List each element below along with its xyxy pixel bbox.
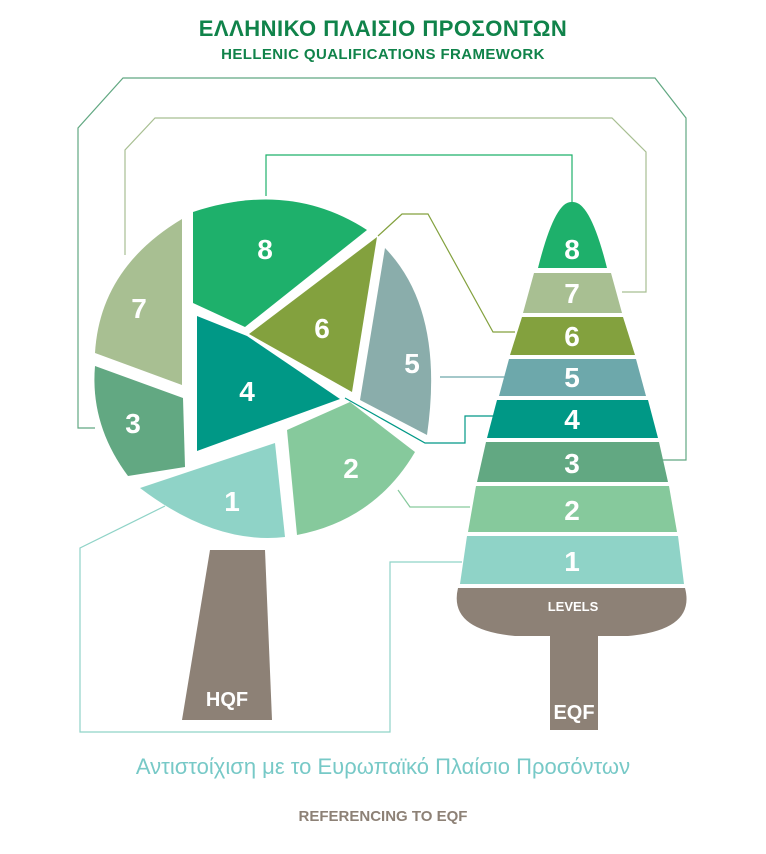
eqf-level-1	[460, 536, 684, 584]
eqf-level-6-label: 6	[564, 321, 580, 352]
connector-level-8	[265, 154, 573, 205]
connector-level-6	[377, 213, 515, 333]
hqf-segment-1	[140, 443, 285, 538]
eqf-level-6	[510, 317, 635, 355]
eqf-level-2	[468, 486, 677, 532]
eqf-level-5-label: 5	[564, 362, 580, 393]
title-english: HELLENIC QUALIFICATIONS FRAMEWORK	[221, 46, 545, 63]
hqf-segment-3-label: 3	[125, 408, 141, 439]
hqf-segment-8	[193, 199, 367, 327]
subtitle-greek: Αντιστοίχιση με το Ευρωπαϊκό Πλαίσιο Προ…	[135, 754, 631, 779]
eqf-level-4	[487, 400, 658, 438]
hqf-segment-6	[249, 237, 377, 392]
connector-lines	[77, 77, 687, 733]
hqf-segment-3	[94, 366, 185, 476]
hqf-trunk	[182, 550, 272, 720]
subtitle-english: REFERENCING TO EQF	[298, 808, 468, 825]
hqf-segment-1-label: 1	[224, 486, 240, 517]
eqf-trunk-label: EQF	[553, 702, 594, 724]
hqf-segment-4-label: 4	[239, 376, 255, 407]
eqf-level-7	[523, 273, 622, 313]
connector-level-4	[344, 397, 497, 444]
hqf-segment-2	[287, 402, 415, 535]
eqf-level-2-label: 2	[564, 495, 580, 526]
hqf-segment-5	[360, 248, 432, 435]
hqf-segment-6-label: 6	[314, 313, 330, 344]
hqf-segment-7-label: 7	[131, 293, 147, 324]
connector-level-1	[79, 505, 462, 733]
eqf-level-4-label: 4	[564, 404, 580, 435]
eqf-level-7-label: 7	[564, 278, 580, 309]
hqf-crown: 1 2 3 4 5 6 7 8	[94, 199, 432, 538]
connector-level-3	[77, 77, 687, 461]
eqf-levels: 8 7 6 5 4 3 2 1	[460, 201, 684, 584]
eqf-base	[456, 588, 687, 730]
connector-level-2	[397, 489, 470, 508]
eqf-levels-label: LEVELS	[548, 599, 599, 614]
eqf-level-1-label: 1	[564, 546, 580, 577]
eqf-level-3	[477, 442, 668, 482]
eqf-level-5	[499, 359, 646, 396]
hqf-segment-4	[197, 316, 340, 451]
hqf-segment-7	[95, 219, 182, 385]
eqf-level-8-label: 8	[564, 234, 580, 265]
eqf-level-3-label: 3	[564, 448, 580, 479]
connector-level-7	[124, 117, 647, 293]
eqf-level-8	[538, 201, 607, 268]
title-greek: ΕΛΛΗΝΙΚΟ ΠΛΑΙΣΙΟ ΠΡΟΣΟΝΤΩΝ	[198, 16, 568, 41]
hqf-trunk-label: HQF	[206, 689, 248, 711]
hqf-segment-5-label: 5	[404, 348, 420, 379]
hqf-segment-8-label: 8	[257, 234, 273, 265]
hqf-segment-2-label: 2	[343, 453, 359, 484]
